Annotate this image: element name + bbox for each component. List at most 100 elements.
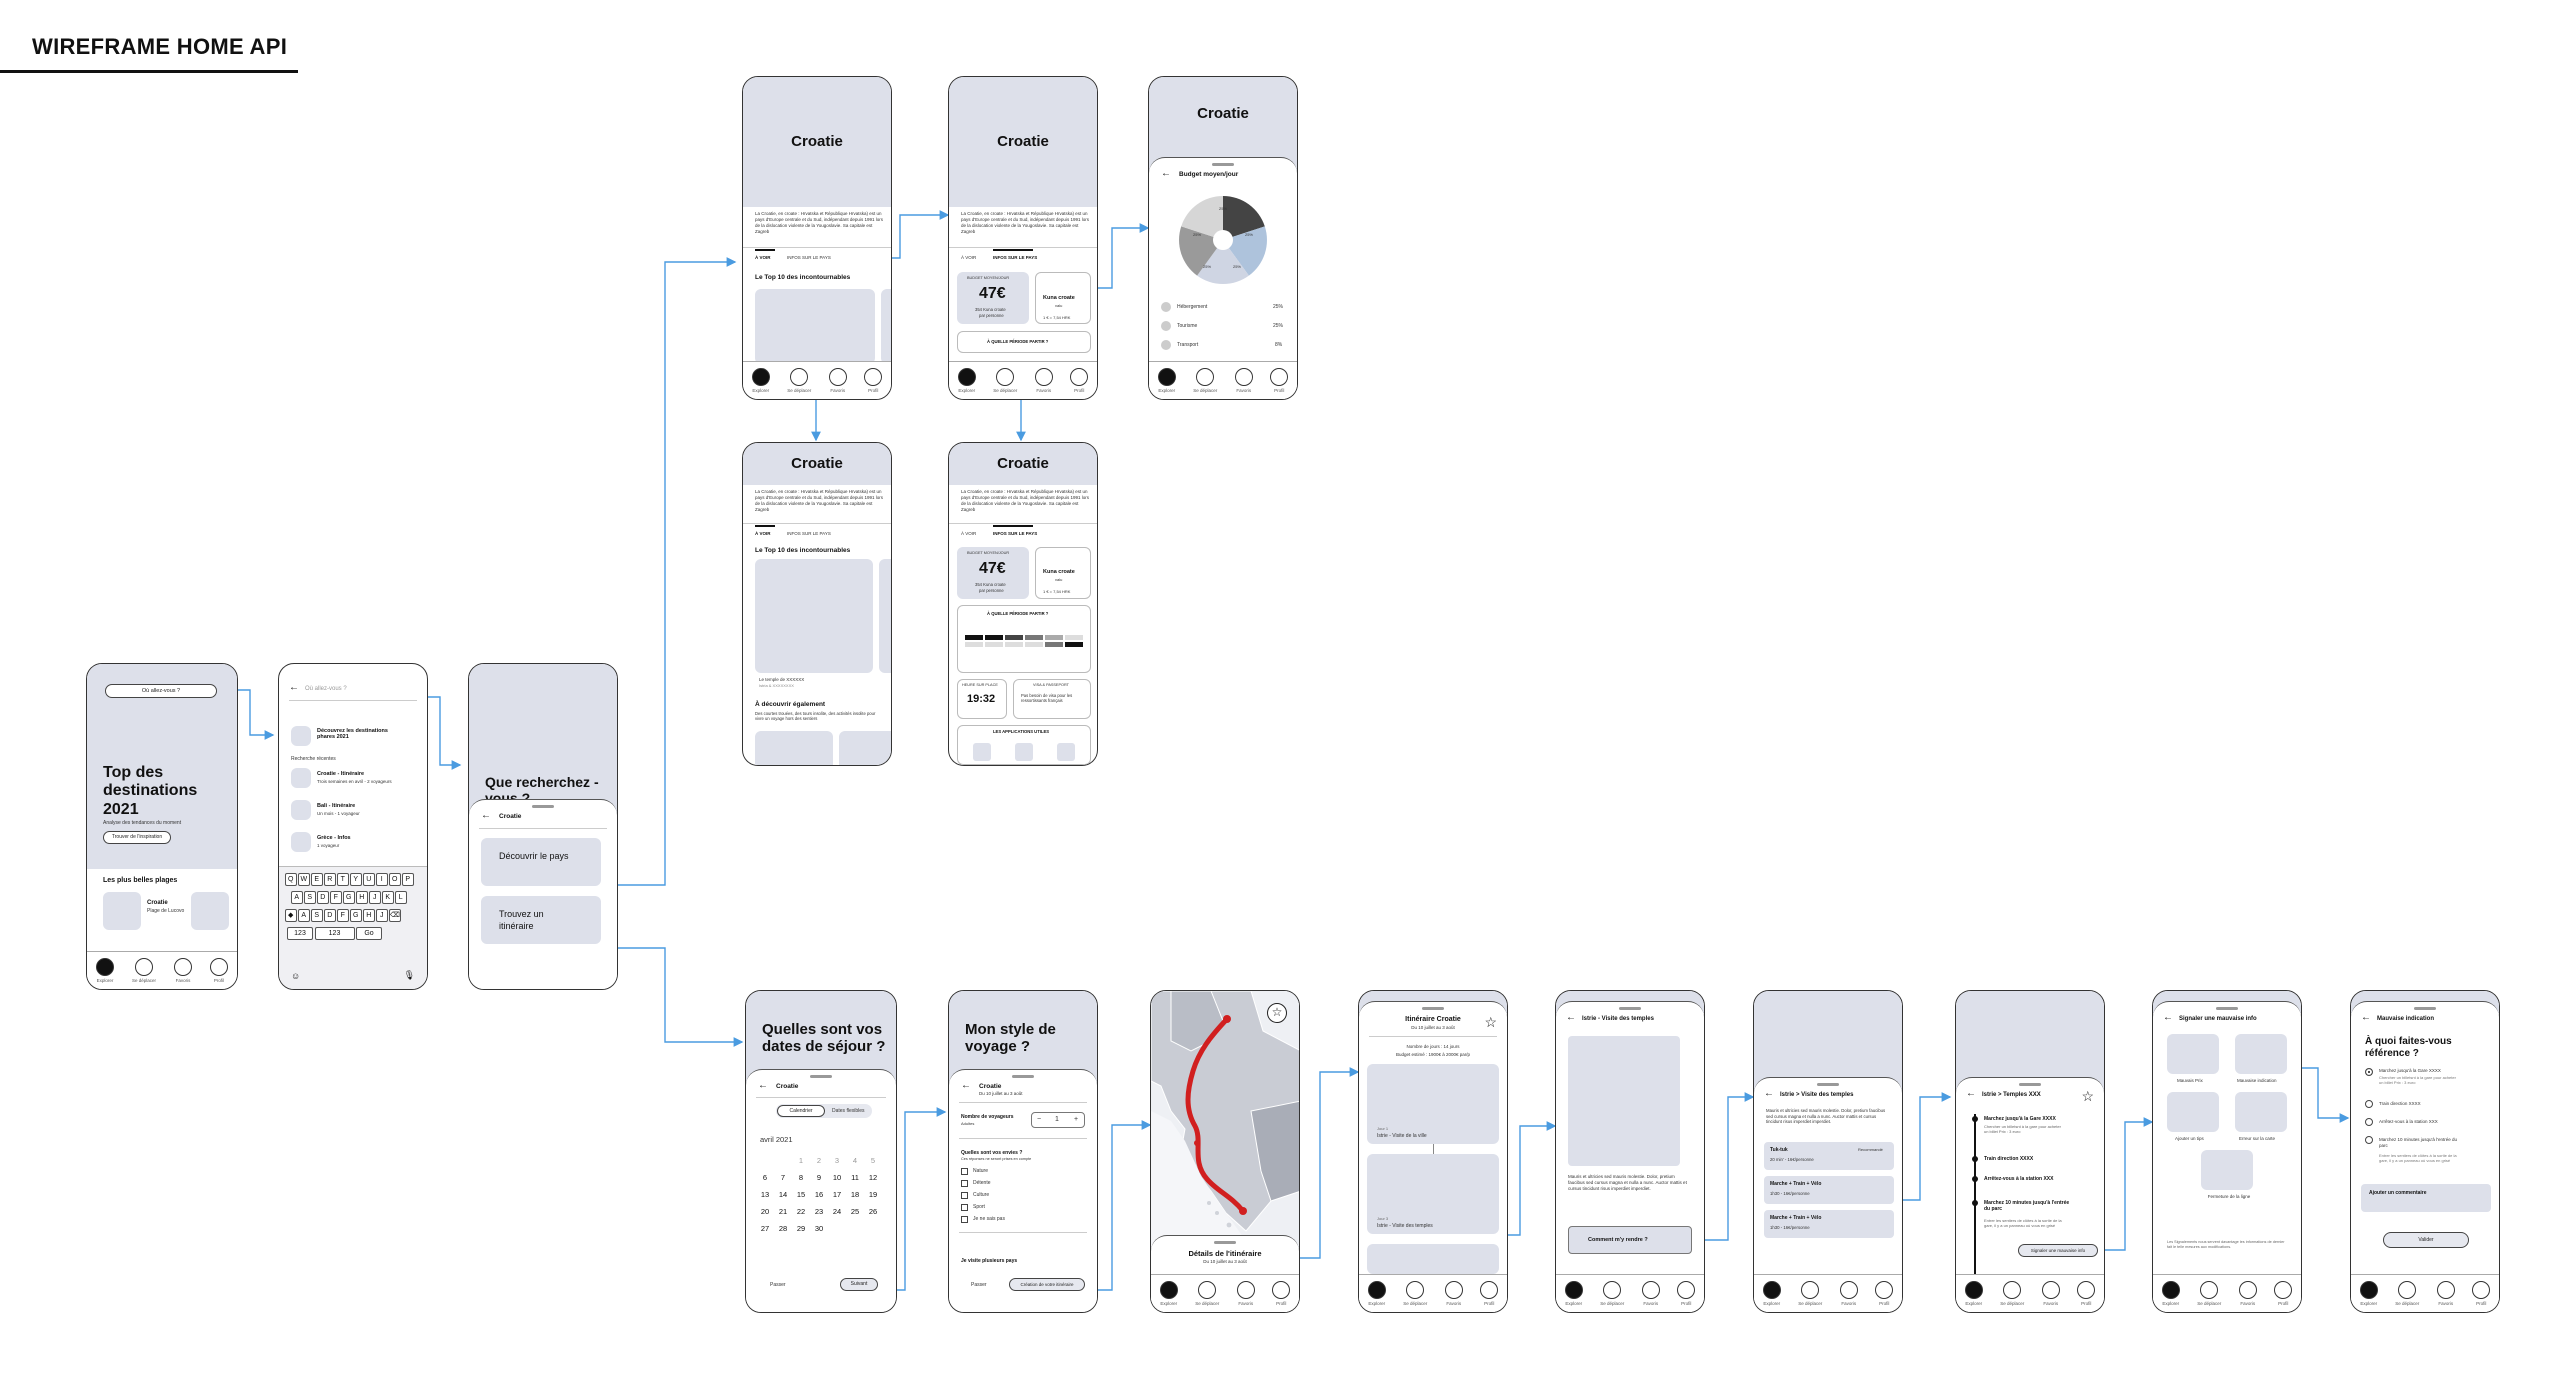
keyboard-key[interactable]: ◆ [285,909,297,922]
calendar-day[interactable]: 2 [816,1156,822,1165]
nav-move[interactable]: Se déplacer [1195,1281,1219,1306]
calendar-day[interactable]: 18 [850,1190,860,1199]
calendar-day[interactable]: 29 [796,1224,806,1233]
minus-icon[interactable]: − [1037,1116,1042,1123]
find-itinerary-button[interactable] [481,896,601,944]
keyboard-key[interactable]: G [343,891,355,904]
back-arrow-icon[interactable]: ← [1764,1088,1774,1099]
keyboard-key[interactable]: T [337,873,349,886]
tab-a-voir[interactable]: À VOIR [755,531,771,536]
keyboard-key[interactable]: S [311,909,323,922]
calendar-day[interactable]: 22 [796,1207,806,1216]
calendar-day[interactable]: 12 [868,1173,878,1182]
calendar-day[interactable]: 28 [778,1224,788,1233]
calendar-day[interactable]: 15 [796,1190,806,1199]
keyboard-key[interactable]: D [317,891,329,904]
calendar-day[interactable]: 4 [852,1156,858,1165]
nav-profile[interactable]: Profil [1070,368,1089,393]
favorite-star-icon[interactable]: ☆ [1267,1003,1287,1023]
calendar-tab[interactable]: Calendrier [777,1105,825,1117]
nav-profile[interactable]: Profil [1875,1281,1894,1306]
search-input[interactable]: Où allez-vous ? [305,686,347,692]
stop-card-1[interactable] [1367,1064,1499,1144]
nav-explorer[interactable]: Explorer [1564,1281,1583,1306]
how-to-get-there-button[interactable] [1568,1226,1692,1254]
report-button[interactable]: Signaler une mauvaise info [2018,1244,2098,1257]
option-mixed-1[interactable] [1764,1176,1894,1204]
nav-explorer[interactable]: Explorer [957,368,976,393]
calendar-day[interactable]: 14 [778,1190,788,1199]
nav-move[interactable]: Se déplacer [787,368,811,393]
keyboard-key[interactable]: Q [285,873,297,886]
radio[interactable] [2365,1136,2373,1144]
nav-profile[interactable]: Profil [2472,1281,2491,1306]
calendar-day[interactable]: 5 [870,1156,876,1165]
calendar-day[interactable]: 13 [760,1190,770,1199]
recent-2-title[interactable]: Bali - Itinéraire [317,803,356,809]
multi-country-toggle[interactable]: Je visite plusieurs pays [961,1258,1018,1264]
stop-card-3[interactable] [1367,1244,1499,1274]
discover-card-2[interactable] [839,731,891,765]
calendar-day[interactable]: 16 [814,1190,824,1199]
back-arrow-icon[interactable]: ← [481,810,491,821]
nav-move[interactable]: Se déplacer [1193,368,1217,393]
calendar-day[interactable]: 9 [816,1173,822,1182]
keyboard-key[interactable]: H [356,891,368,904]
unsure-checkbox[interactable] [961,1216,968,1223]
app-icon-1[interactable] [973,743,991,761]
budget-card[interactable] [957,272,1029,324]
create-itinerary-button[interactable]: Création de votre itinéraire [1009,1278,1085,1291]
tab-infos[interactable]: INFOS SUR LE PAYS [993,255,1038,260]
tab-a-voir[interactable]: À VOIR [961,531,977,536]
nav-explorer[interactable]: Explorer [1964,1281,1983,1306]
recent-3-title[interactable]: Grèce - Infos [317,835,351,841]
line-closed-option[interactable] [2201,1150,2253,1190]
beach-card-2[interactable] [191,892,229,930]
nav-explorer[interactable]: Explorer [2161,1281,2180,1306]
keyboard-key[interactable]: O [389,873,401,886]
keyboard-key[interactable]: S [304,891,316,904]
back-arrow-icon[interactable]: ← [289,682,299,693]
calendar-day[interactable]: 10 [832,1173,842,1182]
nav-move[interactable]: Se déplacer [1798,1281,1822,1306]
keyboard-key[interactable]: K [382,891,394,904]
nav-favorites[interactable]: Favoris [1236,1281,1255,1306]
nav-explorer[interactable]: Explorer [95,958,114,983]
keyboard-key[interactable]: J [376,909,388,922]
nav-move[interactable]: Se déplacer [132,958,156,983]
nav-explorer[interactable]: Explorer [751,368,770,393]
back-arrow-icon[interactable]: ← [1161,168,1171,179]
back-arrow-icon[interactable]: ← [961,1080,971,1091]
mic-icon[interactable]: 🎙 [403,970,415,980]
nav-profile[interactable]: Profil [1272,1281,1291,1306]
recent-1-title[interactable]: Croatie - Itinéraire [317,771,365,777]
calendar-day[interactable]: 3 [834,1156,840,1165]
keyboard-key[interactable]: U [363,873,375,886]
traveller-stepper[interactable] [1031,1112,1085,1128]
keyboard-key[interactable]: ⌫ [389,909,401,922]
nav-move[interactable]: Se déplacer [2395,1281,2419,1306]
keyboard-key[interactable]: A [298,909,310,922]
keyboard-key[interactable]: L [395,891,407,904]
nav-profile[interactable]: Profil [209,958,228,983]
nav-favorites[interactable]: Favoris [173,958,192,983]
calendar-day[interactable]: 21 [778,1207,788,1216]
nav-favorites[interactable]: Favoris [1444,1281,1463,1306]
nav-explorer[interactable]: Explorer [1762,1281,1781,1306]
keyboard-key[interactable]: R [324,873,336,886]
period-card[interactable] [957,331,1091,353]
nav-move[interactable]: Se déplacer [993,368,1017,393]
nav-profile[interactable]: Profil [864,368,883,393]
nav-explorer[interactable]: Explorer [1157,368,1176,393]
back-arrow-icon[interactable]: ← [1966,1088,1976,1099]
calendar-day[interactable]: 7 [780,1173,786,1182]
calendar-day[interactable]: 26 [868,1207,878,1216]
app-icon-3[interactable] [1057,743,1075,761]
keyboard-key[interactable]: I [376,873,388,886]
wrong-price-option[interactable] [2167,1034,2219,1074]
nav-profile[interactable]: Profil [1270,368,1289,393]
nav-favorites[interactable]: Favoris [2238,1281,2257,1306]
radio[interactable] [2365,1100,2373,1108]
calendar-day[interactable]: 23 [814,1207,824,1216]
stop-card-2[interactable] [1367,1154,1499,1234]
